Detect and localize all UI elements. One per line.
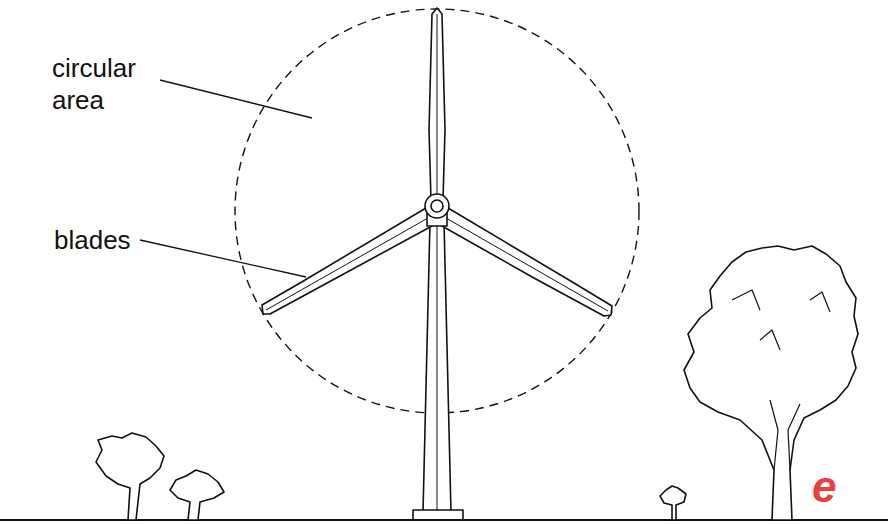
blade-line bbox=[437, 14, 438, 198]
tower-line bbox=[437, 224, 438, 510]
bush bbox=[96, 433, 164, 520]
small-plant bbox=[660, 486, 686, 520]
blade bbox=[442, 208, 612, 316]
blade bbox=[429, 8, 445, 200]
tower bbox=[423, 222, 451, 512]
hub-centre bbox=[431, 200, 443, 212]
tree-branch bbox=[732, 290, 830, 470]
bush bbox=[170, 470, 224, 520]
part-label: circular area bbox=[52, 52, 177, 116]
watermark: e bbox=[812, 462, 872, 512]
hub bbox=[425, 194, 449, 218]
part-label: blades bbox=[54, 224, 184, 256]
leader-line bbox=[160, 80, 312, 118]
tower-base bbox=[413, 510, 463, 520]
blade bbox=[262, 208, 432, 314]
blade-line bbox=[446, 218, 608, 311]
leader-line bbox=[140, 240, 306, 277]
blade-line bbox=[266, 218, 428, 310]
